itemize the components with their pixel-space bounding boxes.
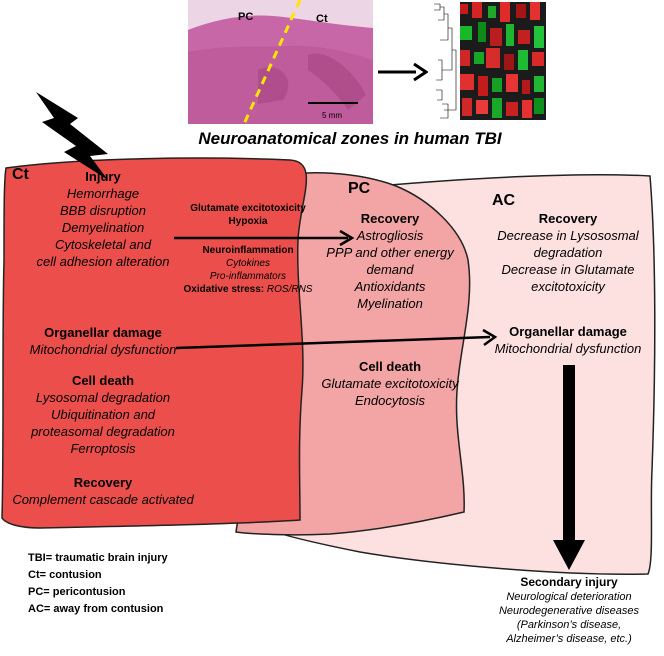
neuroinflammation-item: Cytokines xyxy=(226,258,270,269)
pc-zone-label: PC xyxy=(348,180,371,197)
oxidative-stress-label: Oxidative stress: xyxy=(183,284,265,295)
ct-recovery-heading: Recovery xyxy=(73,475,133,490)
pc-recovery-item: PPP and other energy xyxy=(326,245,454,260)
pc-celldeath-block: Cell death Glutamate excitotoxicity Endo… xyxy=(316,358,464,409)
ct-celldeath-item: Ubiquitination and xyxy=(50,407,156,422)
brain-tissue-section-image xyxy=(188,0,373,124)
gene-expression-heatmap xyxy=(434,0,546,122)
ct-organellar-heading: Organellar damage xyxy=(44,325,162,340)
legend-item: AC= away from contusion xyxy=(28,603,164,615)
ct-injury-item: BBB disruption xyxy=(60,203,146,218)
legend-item: Ct= contusion xyxy=(28,569,102,581)
ct-zone-shape xyxy=(1,157,308,529)
ac-recovery-item: degradation xyxy=(533,245,603,260)
mechanism-hypoxia: Hypoxia xyxy=(228,216,268,227)
ct-celldeath-item: Lysosomal degradation xyxy=(35,390,171,405)
pc-celldeath-item: Endocytosis xyxy=(354,393,426,408)
ct-injury-item: Hemorrhage xyxy=(66,186,140,201)
mechanisms-block: Glutamate excitotoxicity Hypoxia xyxy=(178,202,318,228)
pc-recovery-item: demand xyxy=(366,262,414,277)
mechanism-glutamate: Glutamate excitotoxicity xyxy=(190,203,306,214)
ac-organellar-item: Mitochondrial dysfunction xyxy=(494,341,642,356)
ct-recovery-item: Complement cascade activated xyxy=(12,492,194,507)
ct-injury-item: cell adhesion alteration xyxy=(36,254,170,269)
secondary-injury-block: Secondary injury Neurological deteriorat… xyxy=(488,575,650,646)
ac-zone-label: AC xyxy=(492,192,516,209)
ct-injury-heading: Injury xyxy=(85,169,121,184)
ct-celldeath-block: Cell death Lysosomal degradation Ubiquit… xyxy=(0,372,206,457)
legend-item: PC= pericontusion xyxy=(28,586,126,598)
neuroinflammation-block: Neuroinflammation Cytokines Pro-inflamma… xyxy=(178,244,318,296)
secondary-injury-item: Neurodegenerative diseases xyxy=(498,605,640,617)
diagram-title: Neuroanatomical zones in human TBI xyxy=(198,129,502,148)
neuroinflammation-item: Pro-inflammators xyxy=(209,271,287,282)
image-to-heatmap-arrow xyxy=(378,62,428,82)
ct-injury-item: Cytoskeletal and xyxy=(54,237,152,252)
pc-recovery-item: Astrogliosis xyxy=(356,228,424,243)
abbreviation-legend: TBI= traumatic brain injury Ct= contusio… xyxy=(28,550,168,618)
ct-celldeath-item: proteasomal degradation xyxy=(31,424,175,439)
pc-recovery-block: Recovery Astrogliosis PPP and other ener… xyxy=(316,210,464,312)
ct-image-label: Ct xyxy=(316,13,328,25)
ac-organellar-heading: Organellar damage xyxy=(509,324,627,339)
injury-to-pc-arrow xyxy=(174,229,355,247)
ac-recovery-item: Decrease in Glutamate xyxy=(501,262,635,277)
pc-image-label: PC xyxy=(238,11,254,23)
pc-recovery-item: Antioxidants xyxy=(354,279,426,294)
oxidative-stress-line: Oxidative stress: ROS/RNS xyxy=(178,283,318,296)
ac-to-secondary-arrow xyxy=(553,365,585,570)
secondary-injury-item: (Parkinson’s disease, xyxy=(516,619,622,631)
pc-recovery-item: Myelination xyxy=(357,296,423,311)
neuroinflammation-heading: Neuroinflammation xyxy=(202,245,294,256)
pc-recovery-heading: Recovery xyxy=(360,211,420,226)
secondary-injury-item: Alzheimer’s disease, etc.) xyxy=(506,633,632,645)
ct-celldeath-item: Ferroptosis xyxy=(70,441,136,456)
ac-recovery-heading: Recovery xyxy=(538,211,598,226)
ct-injury-block: Injury Hemorrhage BBB disruption Demyeli… xyxy=(0,168,206,270)
legend-item: TBI= traumatic brain injury xyxy=(28,552,168,564)
ct-injury-item: Demyelination xyxy=(61,220,145,235)
ct-organellar-item: Mitochondrial dysfunction xyxy=(29,342,177,357)
secondary-injury-heading: Secondary injury xyxy=(520,575,618,589)
pc-celldeath-heading: Cell death xyxy=(358,359,422,374)
ac-recovery-item: Decrease in Lysososmal xyxy=(497,228,639,243)
organellar-to-ac-arrow xyxy=(175,328,498,350)
oxidative-stress-value: ROS/RNS xyxy=(266,284,313,295)
lightning-bolt-icon xyxy=(36,92,108,180)
ct-zone-label: Ct xyxy=(12,166,29,183)
pc-celldeath-item: Glutamate excitotoxicity xyxy=(321,376,459,391)
scale-bar-label: 5 mm xyxy=(322,111,342,120)
secondary-injury-item: Neurological deterioration xyxy=(506,591,632,603)
ct-celldeath-heading: Cell death xyxy=(71,373,135,388)
ac-recovery-item: excitotoxicity xyxy=(531,279,605,294)
ct-organellar-block: Organellar damage Mitochondrial dysfunct… xyxy=(0,324,206,358)
ac-organellar-block: Organellar damage Mitochondrial dysfunct… xyxy=(488,323,648,357)
ac-recovery-block: Recovery Decrease in Lysososmal degradat… xyxy=(488,210,648,295)
ct-recovery-block: Recovery Complement cascade activated xyxy=(0,474,206,508)
